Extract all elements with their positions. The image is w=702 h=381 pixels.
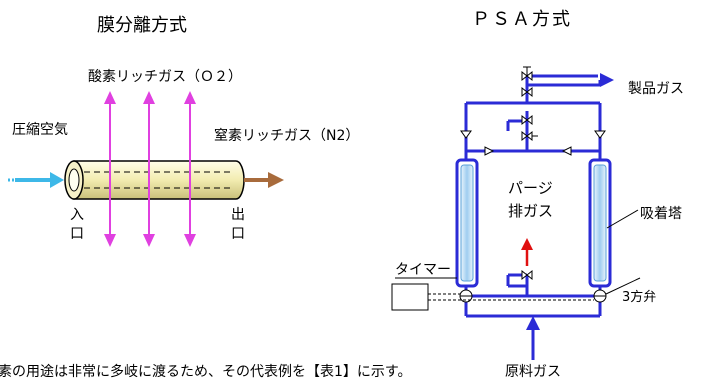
inlet-label-char: 入 (70, 207, 84, 223)
valve-leader-line (605, 277, 641, 295)
o2-arrow-head (104, 234, 116, 247)
valve-icon (484, 146, 495, 156)
product-gas-arrow (600, 73, 614, 87)
o2-rich-gas-label: 酸素リッチガス（Ｏ２） (88, 69, 242, 85)
outlet-label-char: 口 (231, 226, 245, 242)
product-gas-label: 製品ガス (628, 81, 684, 97)
bottom-body-text: 素の用途は非常に多岐に渡るため、その代表例を【表1】に示す。 (0, 363, 412, 380)
adsorption-column-right (588, 158, 612, 288)
valve-icon (460, 130, 472, 139)
n2-rich-gas-label: 窒素リッチガス（N2） (214, 127, 359, 144)
valve-icon (594, 130, 606, 139)
purge-exhaust-arrow (521, 238, 533, 266)
timer-signal-lines (428, 293, 594, 301)
three-way-valve-label: 3方弁 (622, 289, 656, 305)
psa-title: ＰＳＡ方式 (472, 9, 572, 30)
outlet-arrow (244, 172, 284, 188)
valve-icon (521, 269, 533, 281)
valve-icon (521, 114, 533, 126)
valve-icon (521, 130, 533, 142)
timer-label: タイマー (395, 262, 451, 278)
o2-arrow-head (143, 91, 155, 104)
o2-arrow-head (184, 91, 196, 104)
o2-arrows-front (109, 158, 191, 202)
adsorption-column-left (455, 158, 479, 288)
tower-leader-line (606, 209, 639, 229)
o2-arrow-head (184, 234, 196, 247)
membrane-tube (64, 160, 245, 200)
compressed-air-label: 圧縮空気 (12, 122, 68, 138)
raw-gas-arrow (526, 316, 540, 360)
o2-arrow-head (104, 91, 116, 104)
purge-label-line: パージ (508, 179, 553, 197)
inlet-label-char: 口 (70, 226, 84, 242)
o2-arrow-head (143, 234, 155, 247)
raw-gas-label: 原料ガス (505, 364, 561, 380)
timer-box (391, 283, 429, 311)
membrane-title: 膜分離方式 (97, 15, 187, 36)
outlet-label-char: 出 (231, 207, 245, 223)
adsorption-tower-label: 吸着塔 (640, 206, 682, 222)
valve-icon (561, 146, 572, 156)
inlet-arrow (8, 172, 64, 188)
purge-label-line: 排ガス (508, 202, 553, 220)
psa-valves (459, 66, 607, 303)
valve-icon (521, 86, 533, 98)
